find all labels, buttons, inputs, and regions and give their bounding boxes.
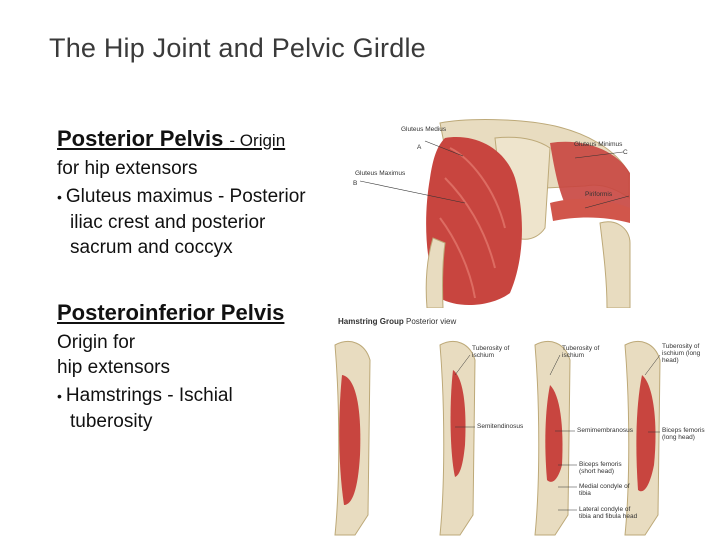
hamstring-header-bold: Hamstring Group xyxy=(338,317,404,326)
hamstring-group-figure: Hamstring Group Posterior view xyxy=(330,315,705,537)
posterior-pelvis-line: for hip extensors xyxy=(57,158,198,179)
label-piriformis: Piriformis xyxy=(585,191,613,198)
posteroinferior-pelvis-block: Posteroinferior Pelvis Origin for hip ex… xyxy=(57,300,327,434)
posterior-pelvis-heading-text: Posterior Pelvis xyxy=(57,126,230,151)
label-letter-c: C xyxy=(623,149,628,156)
label-biceps-femoris-short: Biceps femoris (short head) xyxy=(579,461,622,475)
label-gluteus-medius: Gluteus Medius xyxy=(401,126,447,133)
gluteus-maximus-bullet: •Gluteus maximus - Posterior iliac crest… xyxy=(57,184,325,260)
label-tuberosity-2: Tuberosity of ischium xyxy=(562,345,600,359)
hamstrings-bullet-text: Hamstrings - Ischial tuberosity xyxy=(65,385,233,432)
gluteal-illustration xyxy=(359,119,631,309)
hamstring-illustration xyxy=(334,341,661,536)
label-semitendinosus: Semitendinosus xyxy=(477,423,524,430)
label-medial-condyle: Medial condyle of tibia xyxy=(579,483,630,497)
slide-title: The Hip Joint and Pelvic Girdle xyxy=(49,33,426,63)
hamstring-header-rest: Posterior view xyxy=(403,317,457,326)
posteroinferior-line-1: Origin for xyxy=(57,332,136,353)
hamstring-figure-header: Hamstring Group Posterior view xyxy=(338,317,456,326)
label-gluteus-minimus: Gluteus Minimus xyxy=(574,141,623,148)
gluteal-muscles-figure: Gluteus Medius A Gluteus Maximus B Glute… xyxy=(345,118,635,309)
label-semimembranosus: Semimembranosus xyxy=(577,427,633,434)
label-tuberosity-3: Tuberosity of ischium (long head) xyxy=(662,343,701,364)
label-biceps-femoris-long: Biceps femoris (long head) xyxy=(662,427,705,441)
posterior-pelvis-block: Posterior Pelvis - Origin for hip extens… xyxy=(57,126,327,260)
posteroinferior-line-2: hip extensors xyxy=(57,357,171,378)
bullet-icon: • xyxy=(57,189,62,205)
label-lateral-condyle: Lateral condyle of tibia and fibula head xyxy=(579,506,638,520)
posteroinferior-pelvis-heading: Posteroinferior Pelvis xyxy=(57,300,285,325)
label-gluteus-maximus: Gluteus Maximus xyxy=(355,170,406,177)
hamstrings-bullet: •Hamstrings - Ischial tuberosity xyxy=(57,383,300,434)
gluteus-maximus-bullet-text: Gluteus maximus - Posterior iliac crest … xyxy=(65,186,306,258)
posterior-pelvis-heading-suffix: - Origin xyxy=(229,131,286,150)
label-letter-b: B xyxy=(353,180,358,187)
bullet-icon: • xyxy=(57,388,62,404)
label-letter-a: A xyxy=(417,144,422,151)
label-tuberosity-1: Tuberosity of ischium xyxy=(472,345,510,359)
posterior-pelvis-heading: Posterior Pelvis - Origin xyxy=(57,126,327,152)
